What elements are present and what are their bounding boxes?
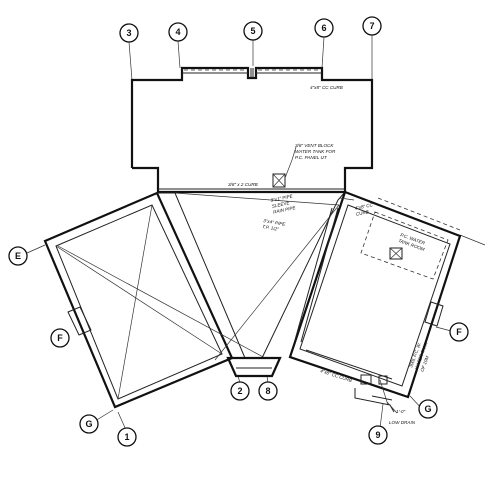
note-vent-3: P.C. PANEL UT [295, 155, 328, 160]
grid-bubble-1: 1 [117, 427, 137, 447]
svg-text:9: 9 [375, 430, 380, 440]
grid-bubble-3: 3 [119, 23, 139, 43]
note-tank-right-3: OF 10M [420, 355, 430, 372]
grid-bubble-e: E [8, 246, 28, 266]
grid-bubble-g-right: G [418, 399, 438, 419]
svg-text:7: 7 [369, 21, 374, 31]
svg-text:4: 4 [175, 27, 180, 37]
vent-box [272, 173, 286, 188]
grid-bubble-f-left: F [50, 328, 70, 348]
right-pavilion [288, 190, 462, 414]
note-pipe-1: 3"x1" PIPE [270, 193, 294, 203]
grid-bubble-5: 5 [243, 21, 263, 41]
tank-box [389, 247, 403, 260]
note-pipe-2: SLEEVE [271, 200, 290, 209]
note-top-curb: 4"x8" CC CURB [310, 85, 343, 90]
centre-connector [57, 191, 346, 378]
svg-text:F: F [57, 333, 63, 343]
grid-bubble-6: 6 [314, 18, 334, 38]
note-mid-curb: 3/8" x 2 CURB [228, 182, 258, 187]
note-pipe-3: RAIN PIPE [273, 205, 297, 215]
svg-text:F: F [456, 327, 462, 337]
grid-bubbles: 3 4 5 6 7 E F G 1 2 8 F G 9 [8, 16, 469, 447]
svg-text:1: 1 [124, 432, 129, 442]
svg-text:8: 8 [265, 386, 270, 396]
svg-text:G: G [424, 404, 431, 414]
grid-bubble-8: 8 [258, 381, 278, 401]
svg-text:5: 5 [250, 26, 255, 36]
left-pavilion [43, 191, 234, 409]
note-vent-1: 3/8" VENT BLOCK [295, 143, 334, 148]
grid-bubble-4: 4 [168, 22, 188, 42]
note-low-drain: LOW DRAIN [389, 420, 416, 425]
svg-text:G: G [85, 419, 92, 429]
note-pipe-lower-1: 3"x4" PIPE [263, 218, 287, 227]
note-right-curb-2: CURB [355, 209, 369, 217]
svg-text:3: 3 [126, 28, 131, 38]
grid-bubble-f-right: F [449, 322, 469, 342]
grid-bubble-g-left: G [79, 414, 99, 434]
upper-building [130, 66, 374, 194]
grid-bubble-9: 9 [368, 425, 388, 445]
note-drain-dim: 1'-0" [396, 409, 406, 414]
svg-text:2: 2 [237, 386, 242, 396]
note-right-curb-1: 4"x8" CC [354, 202, 374, 211]
note-pipe-lower-2: T.P. 1/2" [262, 224, 280, 232]
grid-bubble-2: 2 [230, 381, 250, 401]
note-vent-2: WATER TANK FOR [295, 149, 336, 154]
svg-text:6: 6 [321, 23, 326, 33]
drain-box [360, 374, 372, 385]
grid-bubble-7: 7 [362, 16, 382, 36]
svg-text:E: E [15, 251, 21, 261]
